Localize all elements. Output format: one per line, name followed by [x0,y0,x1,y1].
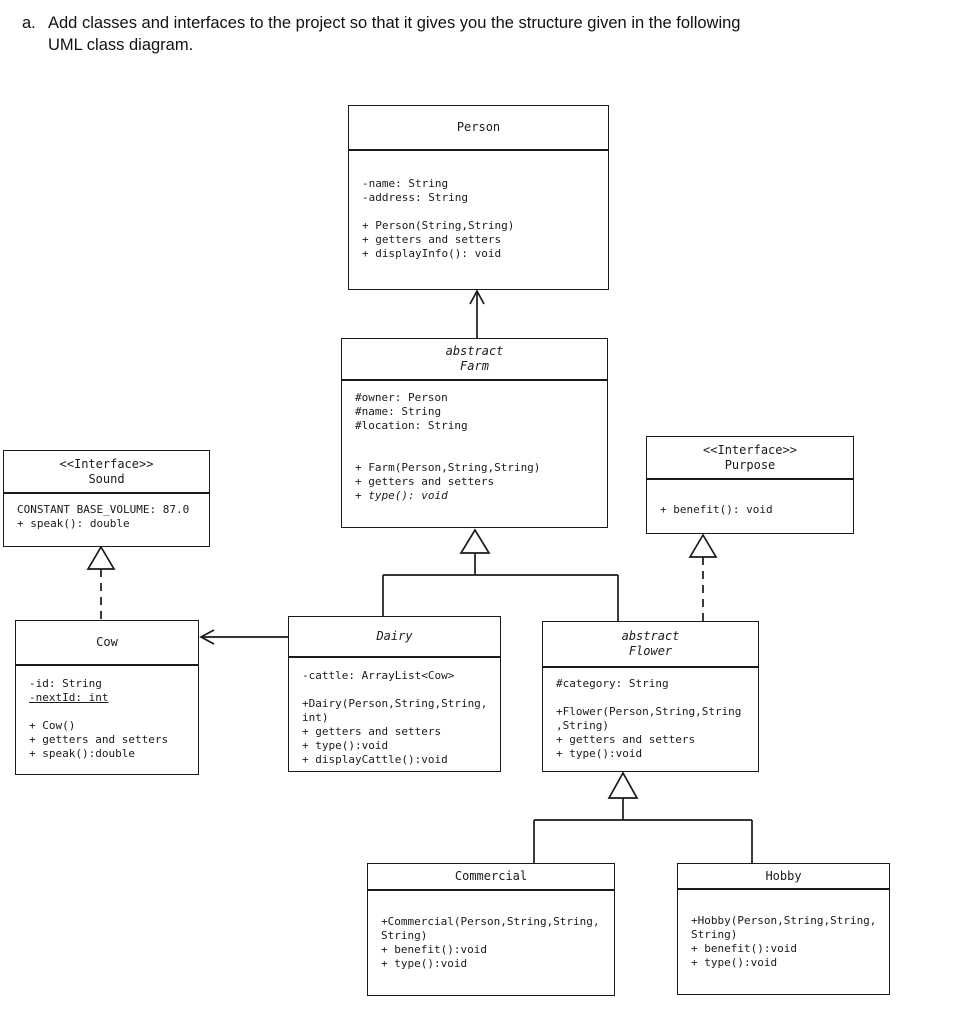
member-line-static: -nextId: int [29,691,109,704]
member-line: -name: String [362,177,449,190]
interface-members: + benefit(): void [647,480,853,517]
member-line: String) [381,929,428,942]
member-line: + Farm(Person,String,String) [355,461,541,474]
member-line: + benefit(): void [660,503,773,516]
member-line: ,String) [556,719,609,732]
member-line: int) [302,711,329,724]
arrow-cow-implements-sound [86,545,116,621]
class-members: +Hobby(Person,String,String, String) + b… [678,890,889,970]
interface-title-purpose: <<Interface>> Purpose [647,437,853,480]
class-name: Person [456,120,501,134]
exercise-heading: a. Add classes and interfaces to the pro… [22,12,922,56]
class-title-person: Person [349,106,608,151]
member-line: #name: String [355,405,442,418]
interface-stereotype: <<Interface>> [703,442,797,457]
class-members: -cattle: ArrayList<Cow> +Dairy(Person,St… [289,658,500,767]
heading-line-1: Add classes and interfaces to the projec… [48,14,741,32]
member-line: + speak():double [29,747,135,760]
member-line: + benefit():void [691,942,797,955]
member-line: +Commercial(Person,String,String, [381,915,600,928]
class-title-cow: Cow [16,621,198,666]
member-line: + displayCattle():void [302,753,448,766]
class-name: Commercial [454,869,528,883]
arrow-dairy-flower-extend-farm [382,528,619,622]
member-line: + type():void [381,957,468,970]
member-line: +Dairy(Person,String,String, [302,697,488,710]
interface-name: Sound [88,471,125,486]
interface-box-purpose: <<Interface>> Purpose + benefit(): void [646,436,854,534]
member-line: +Hobby(Person,String,String, [691,914,877,927]
member-line: + getters and setters [362,233,502,246]
member-line: + type():void [556,747,643,760]
class-members: -name: String -address: String + Person(… [349,151,608,261]
member-line [29,705,194,719]
member-line: + type():void [691,956,778,969]
interface-members: CONSTANT BASE_VOLUME: 87.0 + speak(): do… [4,494,209,531]
member-line: + type(): void [355,489,448,502]
interface-title-sound: <<Interface>> Sound [4,451,209,494]
arrow-commercial-hobby-extend-flower [533,771,753,864]
member-line: CONSTANT BASE_VOLUME: 87.0 [17,503,190,516]
member-line: + getters and setters [29,733,169,746]
class-box-farm: abstract Farm #owner: Person #name: Stri… [341,338,608,528]
class-box-person: Person -name: String -address: String + … [348,105,609,290]
member-line: + Cow() [29,719,76,732]
class-members: #category: String +Flower(Person,String,… [543,668,758,761]
member-line [556,691,754,705]
member-line: + getters and setters [302,725,442,738]
member-line: -address: String [362,191,468,204]
interface-name: Purpose [724,457,776,472]
member-line: -id: String [29,677,102,690]
member-line [355,433,603,447]
class-stereotype: abstract [621,629,680,643]
class-box-commercial: Commercial +Commercial(Person,String,Str… [367,863,615,996]
class-name: Hobby [765,868,802,883]
member-line: String) [691,928,738,941]
class-name: Farm [460,359,489,373]
arrow-farm-extends-person [469,289,485,339]
class-members: -id: String -nextId: int + Cow() + gette… [16,666,198,761]
arrow-flower-implements-purpose [688,533,718,621]
member-line: +Flower(Person,String,String [556,705,742,718]
class-title-flower: abstract Flower [543,622,758,668]
class-name: Flower [628,644,673,658]
member-line: + displayInfo(): void [362,247,502,260]
class-title-hobby: Hobby [678,864,889,890]
class-box-hobby: Hobby +Hobby(Person,String,String, Strin… [677,863,890,995]
member-line: + getters and setters [355,475,495,488]
class-name: Cow [96,635,118,649]
class-title-commercial: Commercial [368,864,614,891]
list-marker: a. [22,14,36,32]
class-box-cow: Cow -id: String -nextId: int + Cow() + g… [15,620,199,775]
class-title-farm: abstract Farm [342,339,607,381]
member-line [362,205,604,219]
arrow-dairy-references-cow [199,629,288,645]
class-members: #owner: Person #name: String #location: … [342,381,607,503]
member-line: + speak(): double [17,517,130,530]
interface-stereotype: <<Interface>> [59,456,154,471]
member-line: + benefit():void [381,943,487,956]
heading-text: Add classes and interfaces to the projec… [48,12,740,56]
class-title-dairy: Dairy [289,617,500,658]
class-box-dairy: Dairy -cattle: ArrayList<Cow> +Dairy(Per… [288,616,501,772]
member-line: #category: String [556,677,669,690]
class-stereotype: abstract [445,344,504,358]
member-line: + type():void [302,739,389,752]
member-line [302,683,496,697]
member-line: -cattle: ArrayList<Cow> [302,669,455,682]
member-line: #location: String [355,419,468,432]
class-members: +Commercial(Person,String,String, String… [368,891,614,971]
heading-line-2: UML class diagram. [48,36,194,54]
member-line: + Person(String,String) [362,219,515,232]
class-box-flower: abstract Flower #category: String +Flowe… [542,621,759,772]
member-line [355,447,603,461]
member-line: #owner: Person [355,391,448,404]
interface-box-sound: <<Interface>> Sound CONSTANT BASE_VOLUME… [3,450,210,547]
class-name: Dairy [376,629,413,643]
member-line: + getters and setters [556,733,696,746]
